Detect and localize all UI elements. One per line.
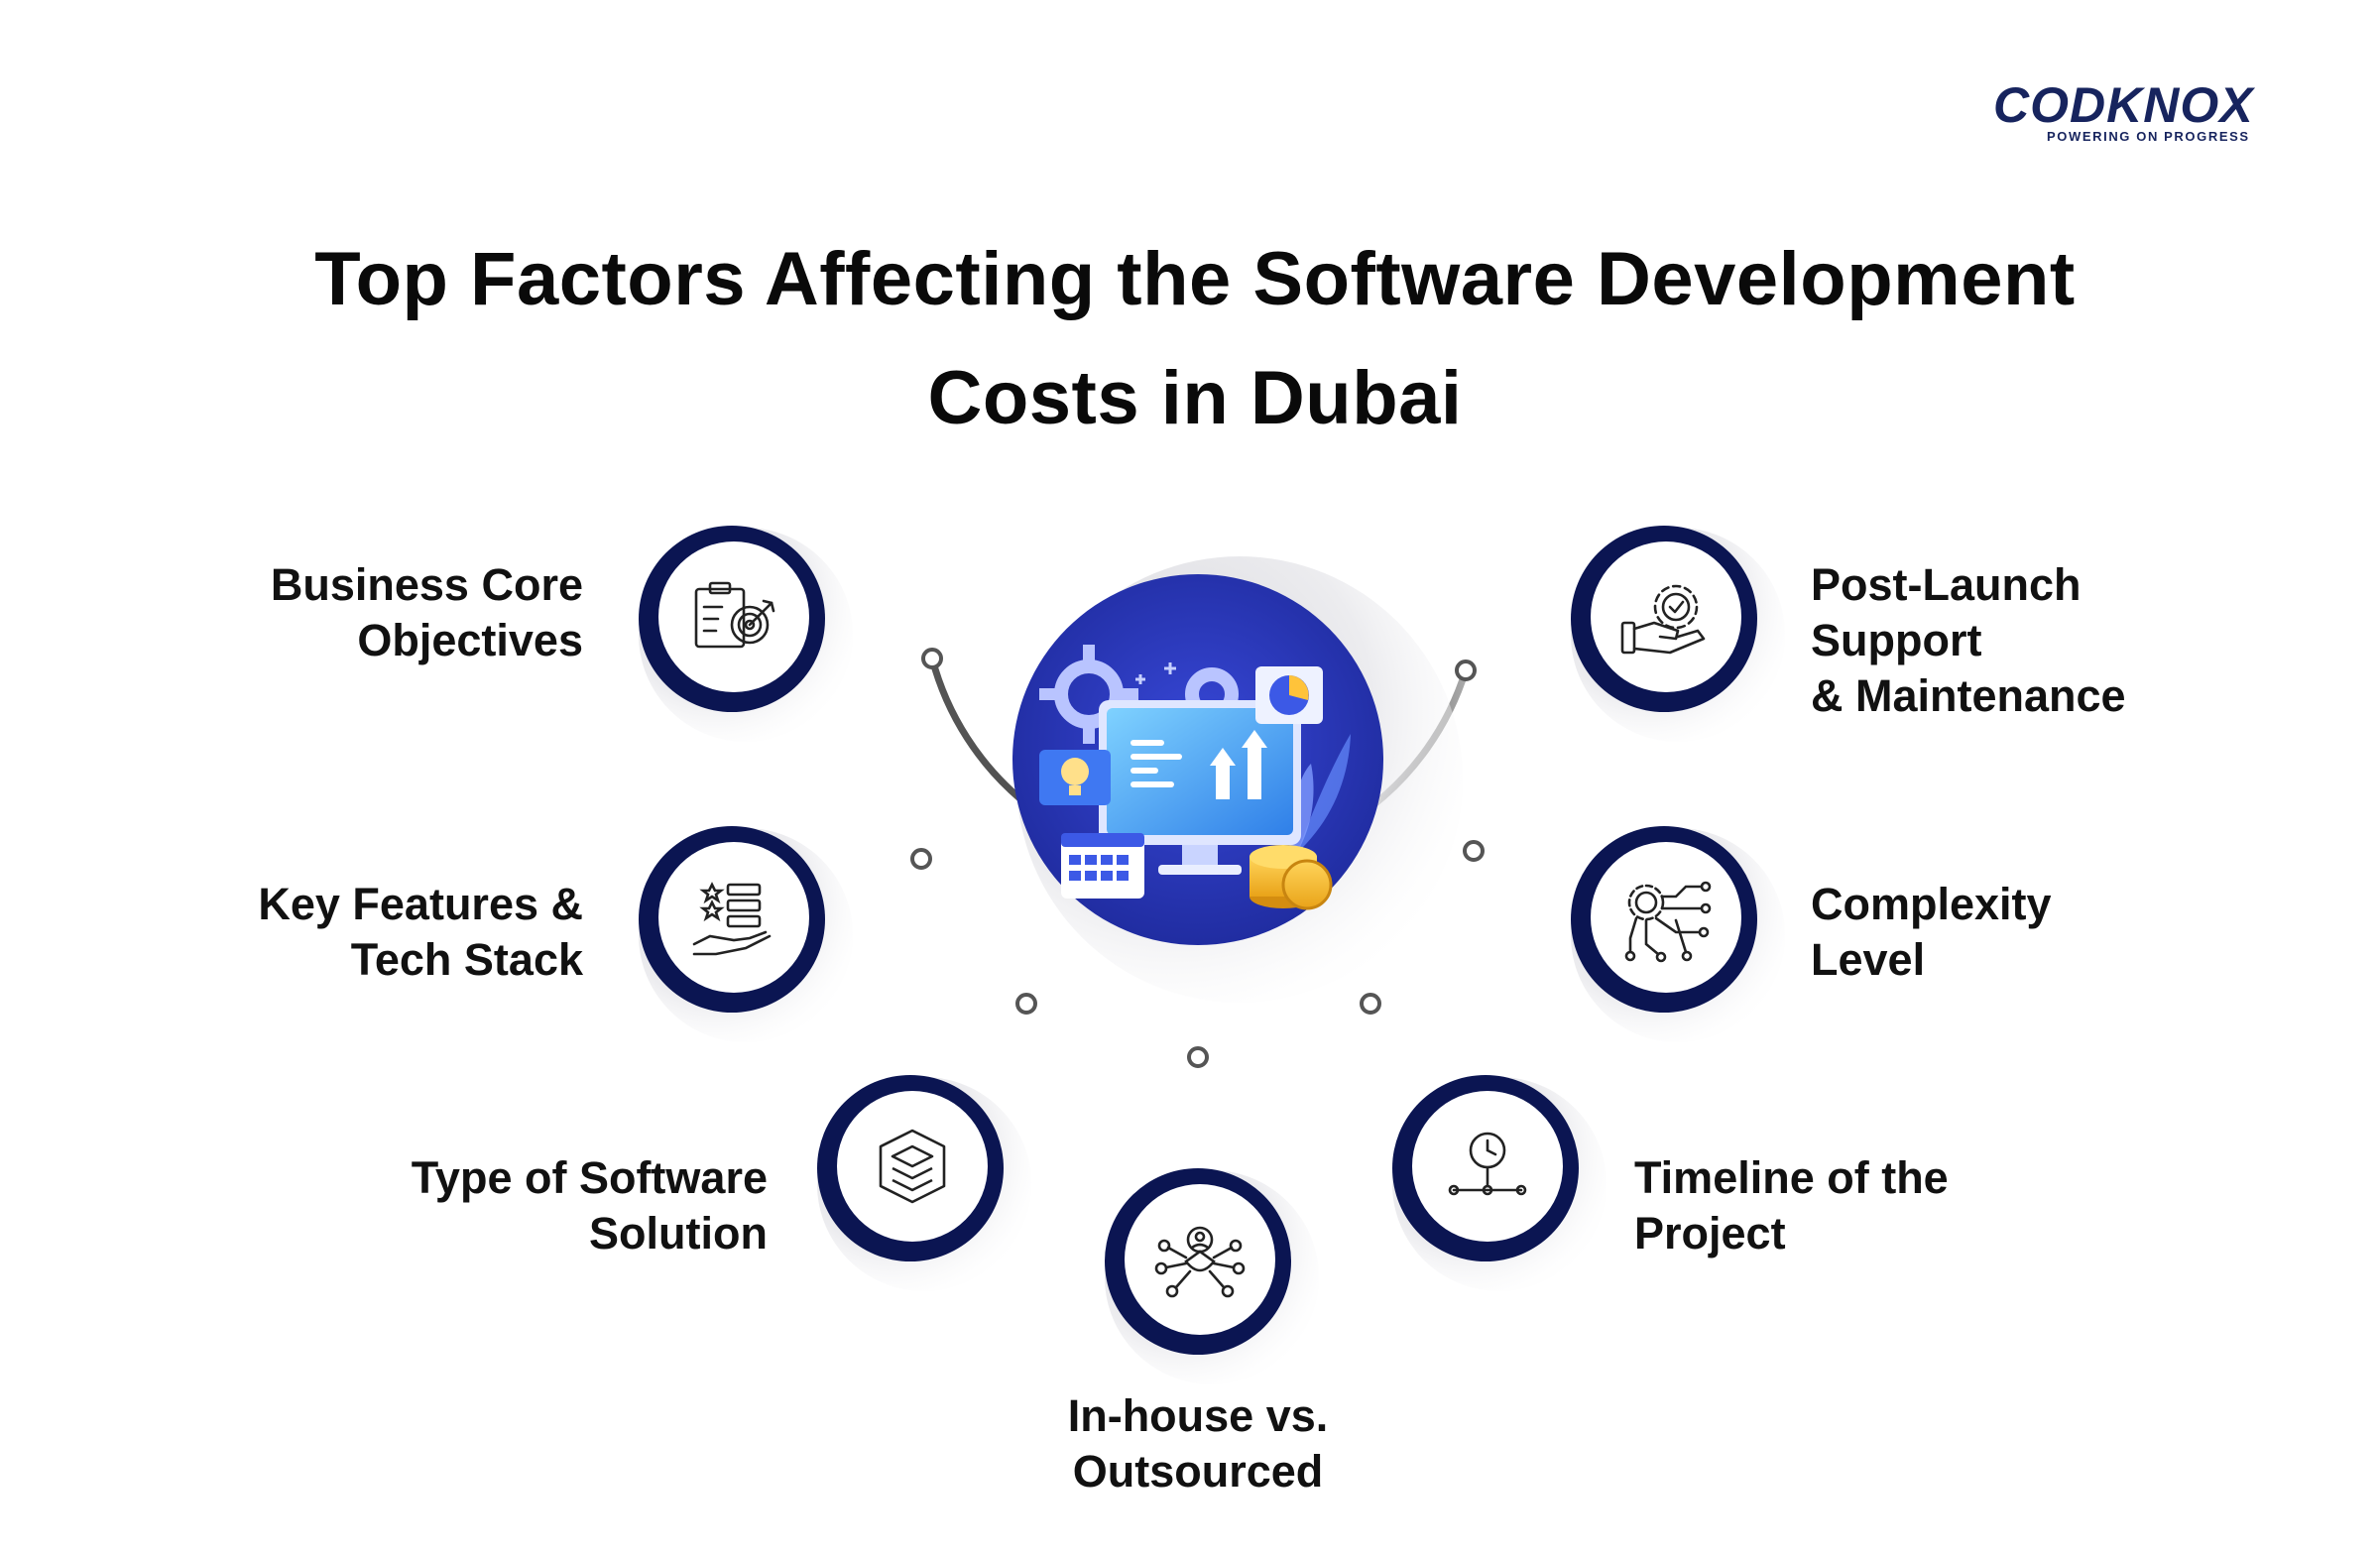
factor-label-key-features-tech-stack: Key Features & Tech Stack [258,879,583,985]
hand-gear-icon [1620,584,1706,655]
checklist-hand-icon [692,882,772,956]
brand-name: CODKNOX [1993,77,2254,133]
factor-label-in-house-vs-outsourced: In-house vs. Outsourced [1067,1390,1329,1497]
factor-label-type-of-software-solution: Type of Software Solution [411,1152,768,1259]
factor-label-business-core-objectives: Business Core Objectives [270,559,583,665]
factor-label-post-launch-support: Post-Launch Support & Maintenance [1811,559,2126,721]
brand-logo: CODKNOX POWERING ON PROGRESS [1993,77,2320,147]
page-title-line-1: Top Factors Affecting the Software Devel… [314,237,2076,321]
layers-stack-icon [879,1129,946,1204]
factor-node-type-of-software-solution [817,1075,1031,1291]
computer-growth-icon [1012,556,1463,1003]
factor-node-key-features-tech-stack [639,826,853,1042]
brand-tagline: POWERING ON PROGRESS [2047,129,2250,144]
clipboard-target-icon [694,581,775,649]
factor-label-timeline-of-the-project: Timeline of the Project [1634,1152,1949,1259]
network-person-icon [1154,1226,1246,1298]
factor-circles [639,526,1785,1384]
clock-timeline-icon [1448,1132,1527,1196]
factor-node-post-launch-support [1571,526,1785,742]
circuit-gear-icon [1624,881,1712,963]
factor-node-timeline-of-the-project [1392,1075,1606,1291]
factor-label-complexity-level: Complexity Level [1811,879,2052,985]
factor-node-business-core-objectives [639,526,853,742]
page-title-line-2: Costs in Dubai [927,356,1463,440]
page-title: Top Factors Affecting the Software Devel… [149,220,2241,458]
factor-node-complexity-level [1571,826,1785,1042]
factor-node-in-house-vs-outsourced [1105,1168,1319,1384]
